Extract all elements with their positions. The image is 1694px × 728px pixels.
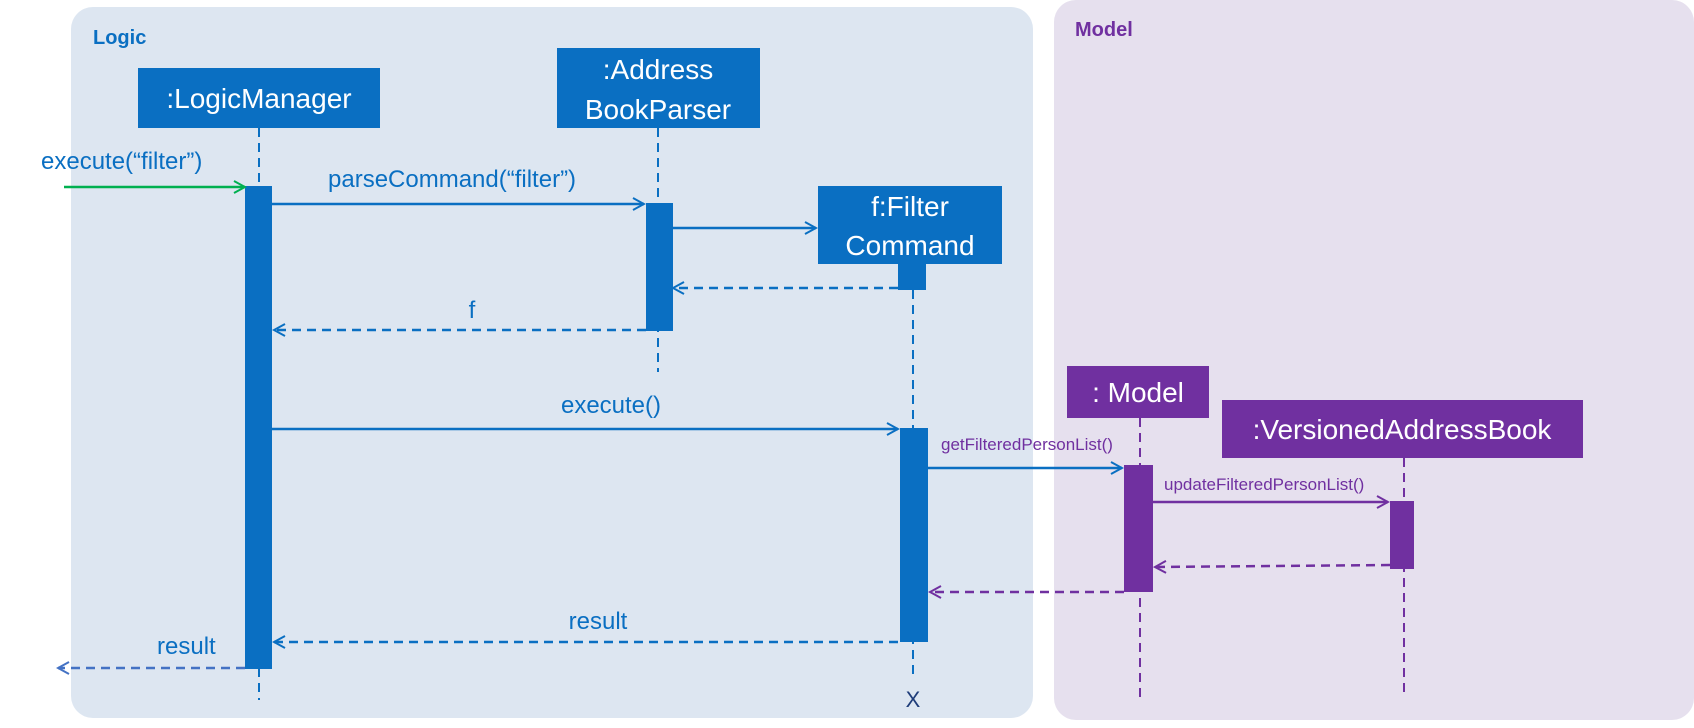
return-update-arrow [1155,565,1391,567]
model-box [1067,366,1209,418]
return-f-label: f [469,297,476,324]
execute-filter-label: execute(“filter”) [41,148,202,175]
parse-command-label: parseCommand(“filter”) [328,166,576,193]
address-book-parser-label-line2: BookParser [585,94,731,125]
filter-command-box [818,186,1002,264]
logic-frame [71,7,1033,718]
return-result-label: result [569,608,628,635]
model-frame [1054,0,1694,720]
logic-manager-box [138,68,380,128]
filter-command-creation-activation [898,264,926,290]
execute-label: execute() [561,392,661,419]
logic-frame-label: Logic [93,27,146,49]
versioned-address-book-activation [1390,501,1414,569]
filter-command-label-line1: f:Filter [871,191,949,222]
logic-manager-label: :LogicManager [166,83,351,114]
get-filtered-person-list-label: getFilteredPersonList() [941,435,1113,454]
filter-command-label-line2: Command [845,230,974,261]
filter-command-destroy-marker: X [906,687,921,712]
update-filtered-person-list-label: updateFilteredPersonList() [1164,475,1364,494]
address-book-parser-activation [646,203,673,331]
model-activation [1124,465,1153,592]
logic-manager-activation [245,186,272,669]
address-book-parser-box [557,48,760,128]
model-label: : Model [1092,377,1184,408]
final-result-label: result [157,633,216,660]
filter-command-activation [900,428,928,642]
versioned-address-book-label: :VersionedAddressBook [1253,414,1553,445]
address-book-parser-label-line1: :Address [603,54,714,85]
model-frame-label: Model [1075,19,1133,41]
versioned-address-book-box [1222,400,1583,458]
